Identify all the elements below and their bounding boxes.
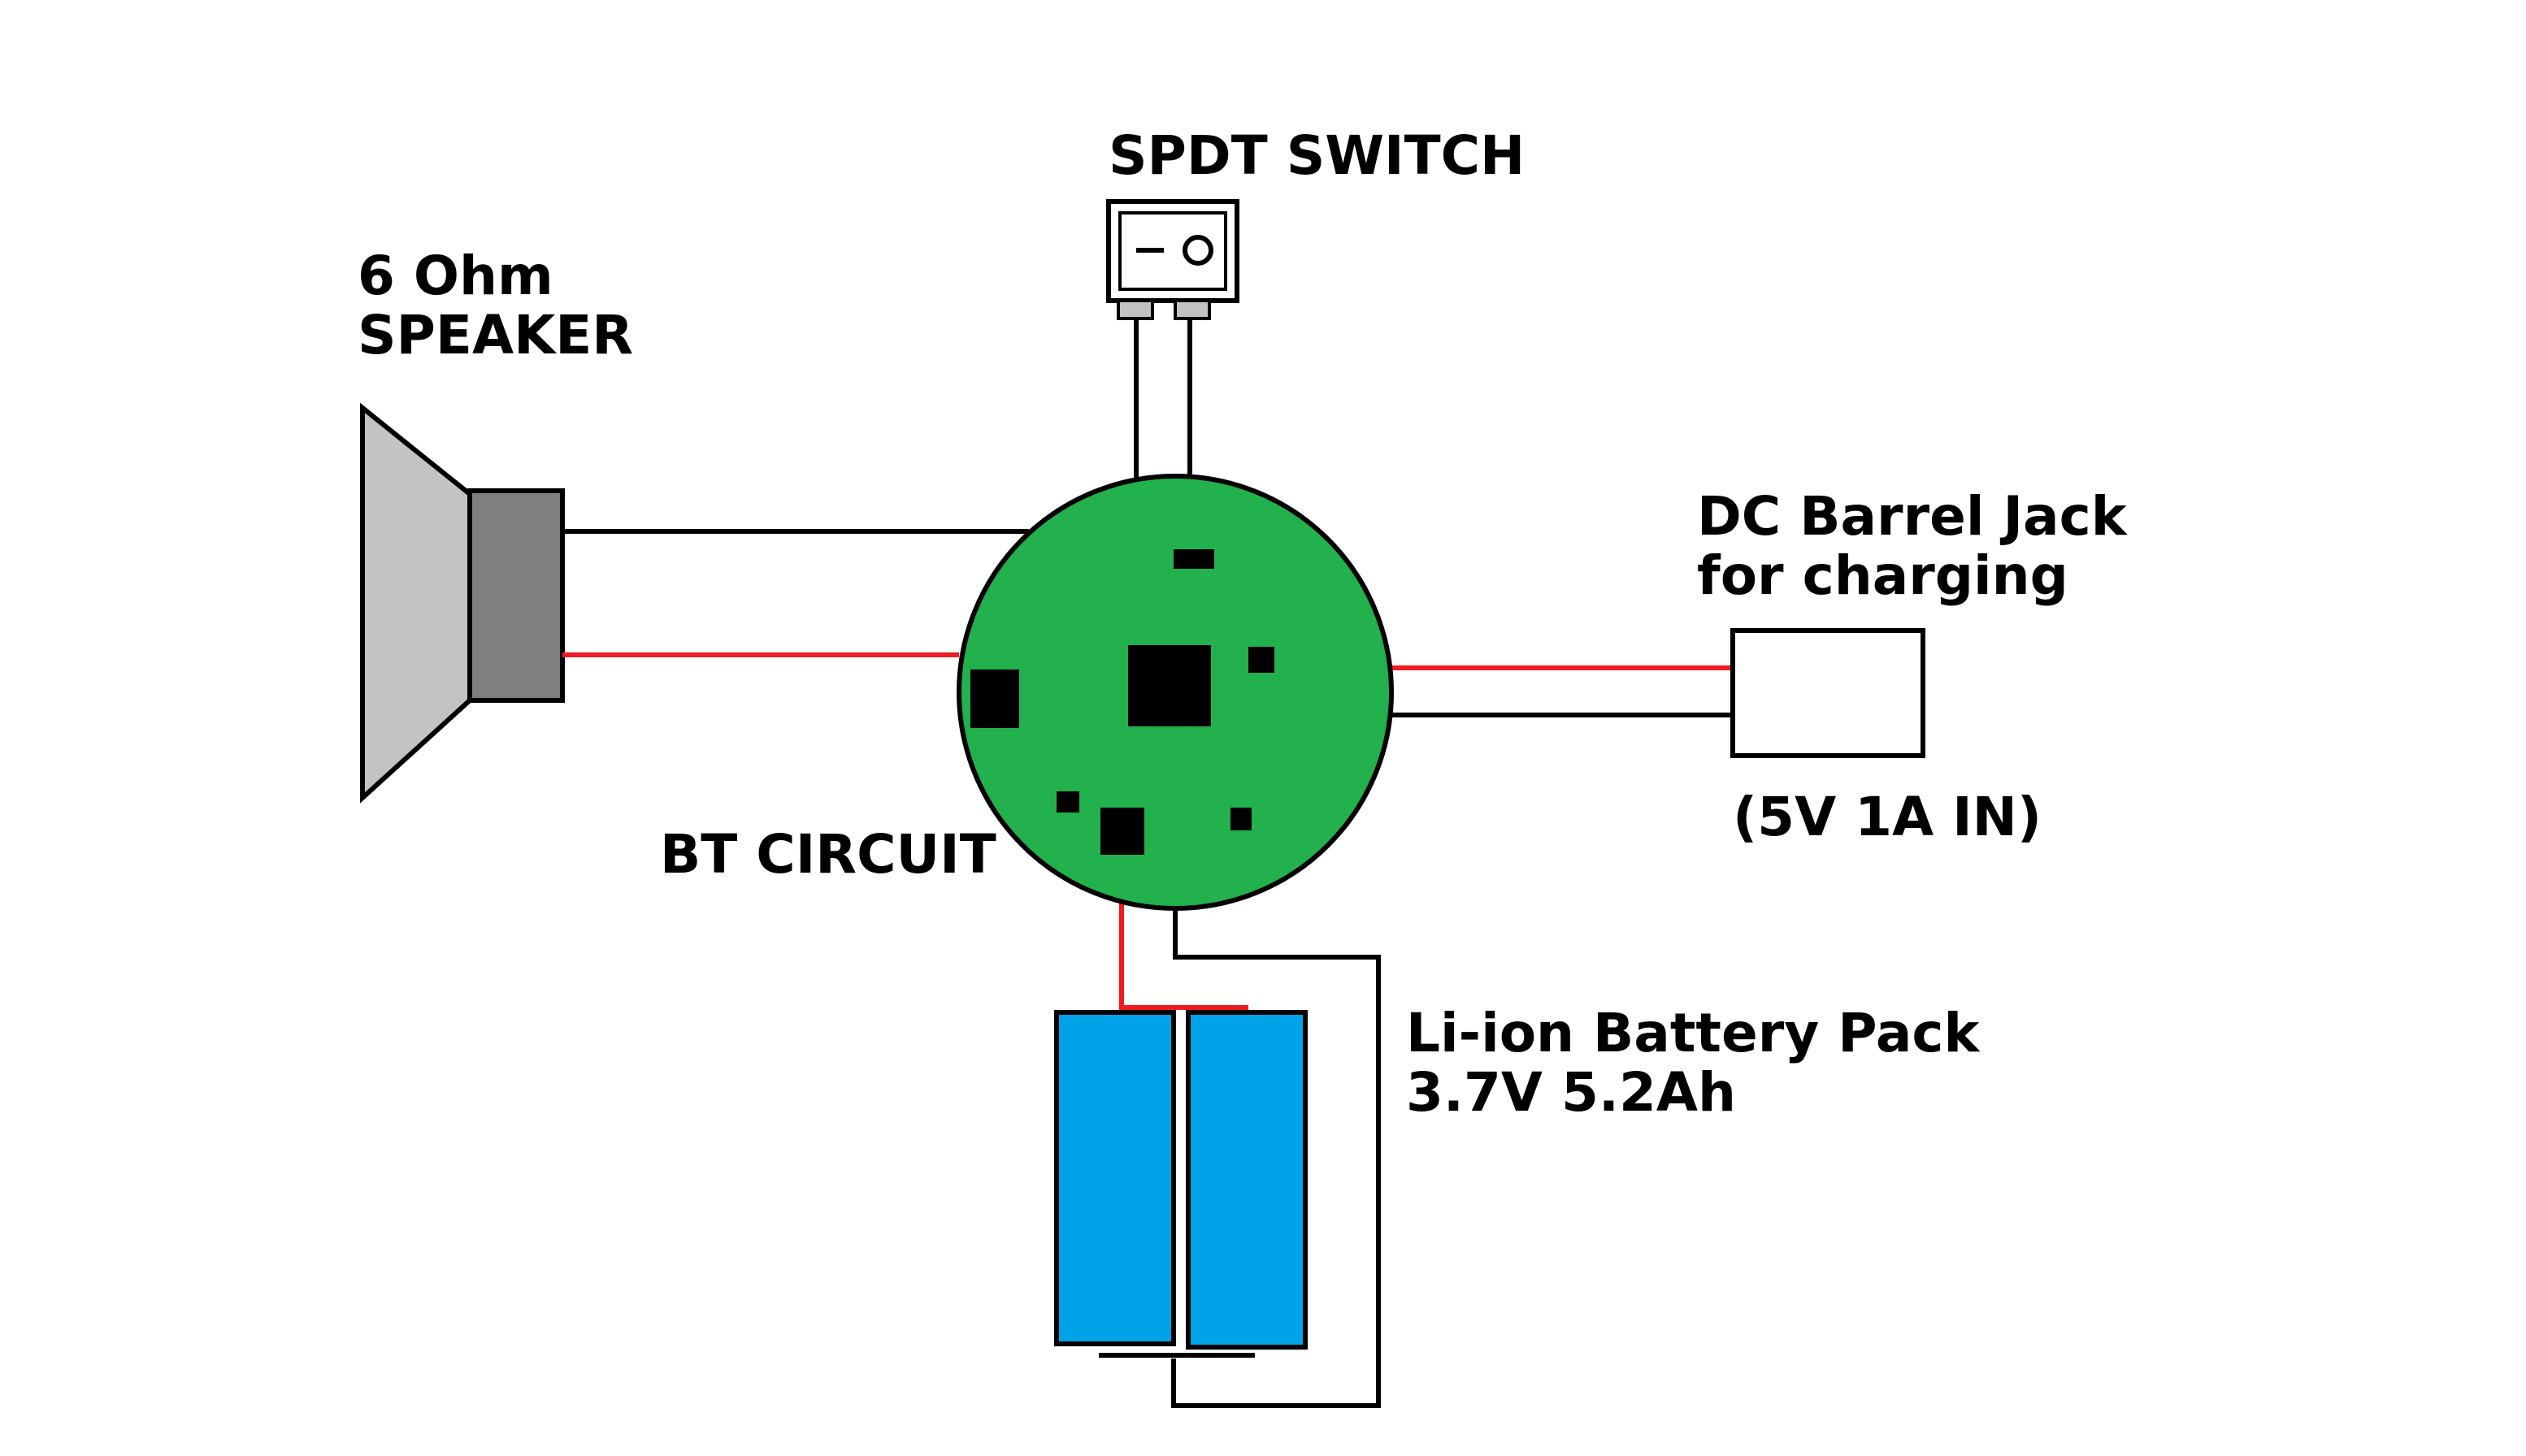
battery-label-line2: 3.7V 5.2Ah [1406,1060,1736,1124]
battery-label-line1: Li-ion Battery Pack [1406,1002,1980,1064]
dc-barrel-jack [1730,628,1925,758]
chip-bottom [1100,808,1144,855]
switch-label: SPDT SWITCH [1109,124,1526,187]
chip-small-left [1057,791,1079,812]
chip-left [970,670,1019,728]
barrel-jack-label: DC Barrel Jack for charging [1697,485,2127,607]
barrel-jack-label-line2: for charging [1697,544,2068,607]
chip-right [1248,647,1274,673]
spdt-switch [1106,199,1239,320]
battery-wire-red [1119,897,1248,1010]
switch-pin-right [1174,299,1211,320]
speaker-magnet [467,488,565,703]
chip-small-right [1230,808,1252,830]
battery-wire-black [1171,905,1381,1408]
barrel-jack-label-line1: DC Barrel Jack [1697,485,2127,548]
battery-cell-right [1186,1010,1308,1350]
battery-pack [1054,1010,1308,1350]
chip-main [1128,645,1211,726]
battery-cell-left [1054,1010,1176,1346]
switch-pin-left [1117,299,1154,320]
wires [562,318,1733,1408]
speaker-cone [360,402,472,804]
bt-circuit-board [957,474,1394,911]
speaker-label-line1: 6 Ohm [358,245,553,307]
chip-top [1174,549,1214,569]
barrel-jack-rating: (5V 1A IN) [1733,786,2042,848]
speaker-label: 6 Ohm SPEAKER [358,245,634,366]
speaker-label-line2: SPEAKER [358,303,634,366]
battery-label: Li-ion Battery Pack 3.7V 5.2Ah [1406,1002,1980,1124]
circuit-label: BT CIRCUIT [660,823,996,886]
switch-on-icon [1183,235,1213,266]
speaker [360,402,565,804]
